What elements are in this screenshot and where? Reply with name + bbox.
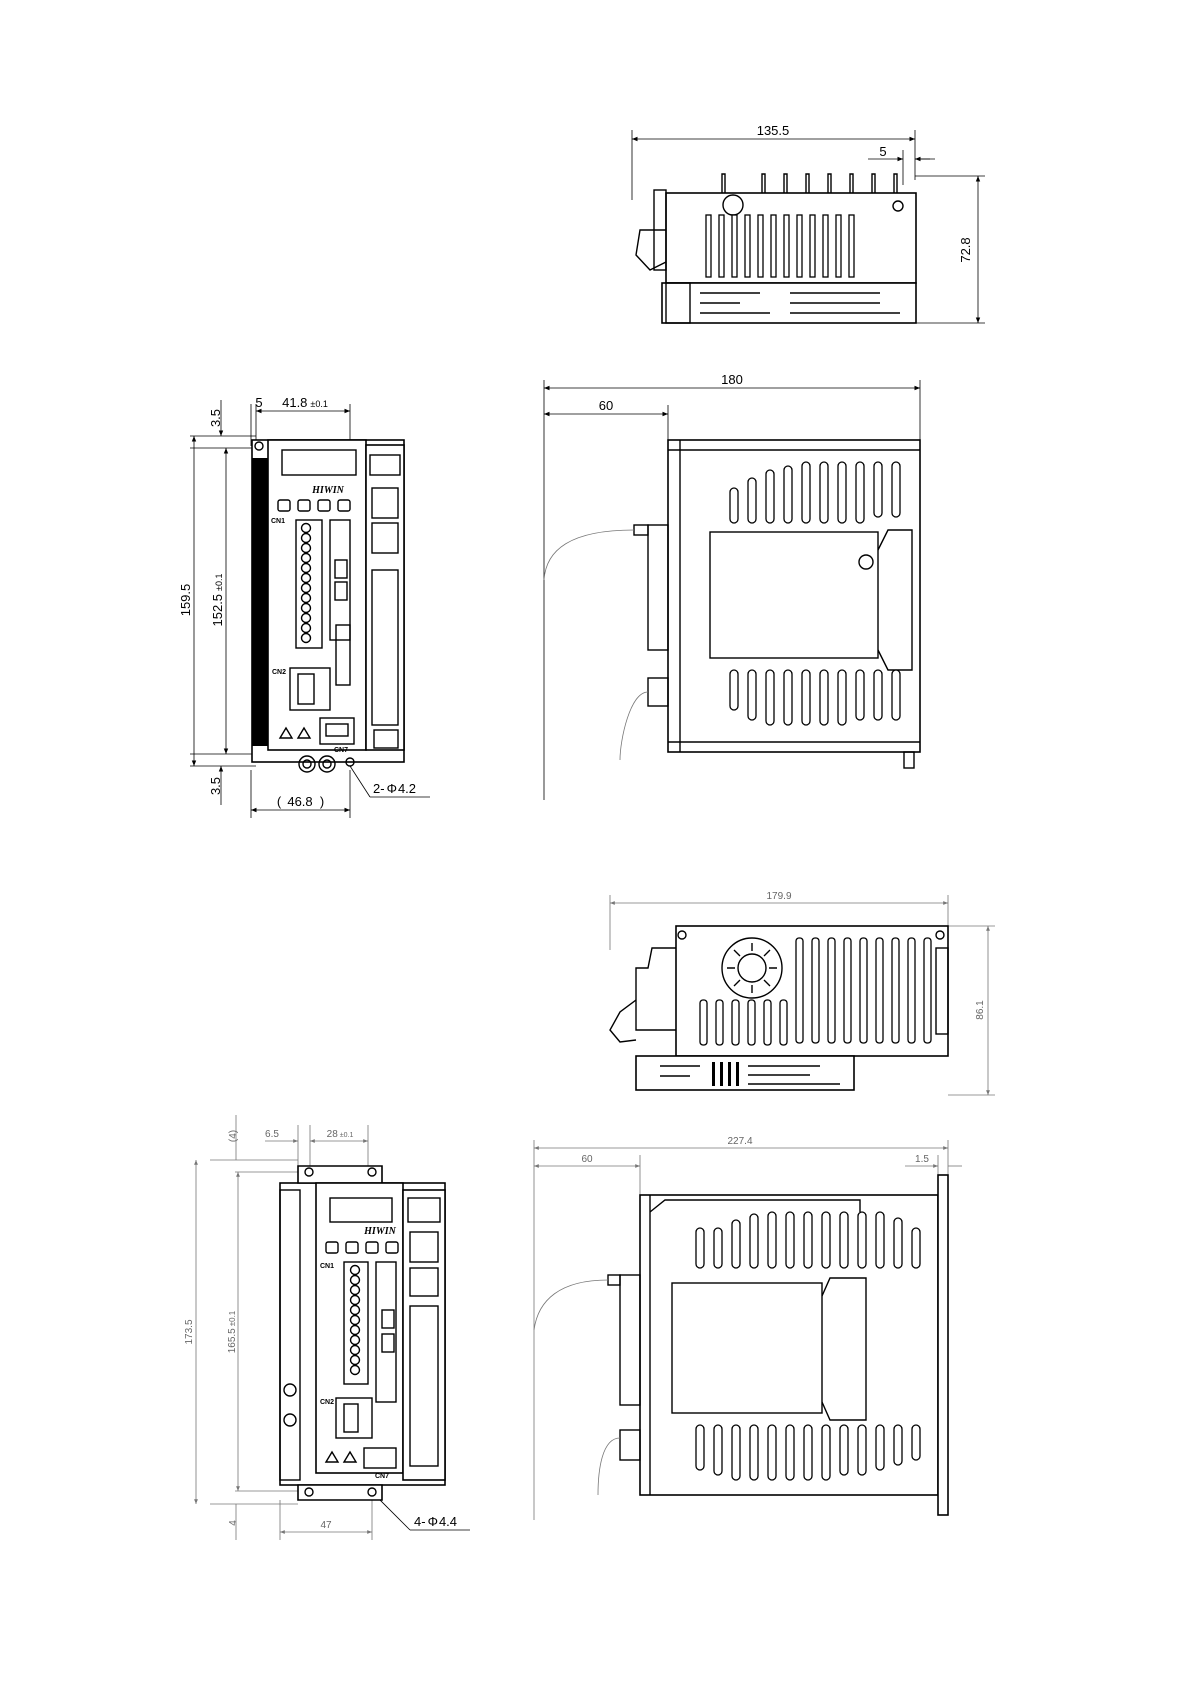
dim-large-front-bottom-gap: 4	[228, 1520, 239, 1526]
small-driver-top-view: 135.5 5 72.8	[632, 123, 985, 323]
hole-callout-small: 2-Φ4.2	[373, 781, 416, 796]
cn2-label-large: CN2	[320, 1399, 334, 1406]
dim-front-left-margin: 5	[255, 395, 262, 410]
cn1-label: CN1	[271, 518, 285, 525]
dim-large-front-top-gap: (4)	[228, 1130, 239, 1142]
dim-side-depth: 180	[721, 372, 743, 387]
cn2-label: CN2	[272, 669, 286, 676]
dim-large-top-width: 179.9	[766, 891, 791, 902]
dim-top-width: 135.5	[757, 123, 790, 138]
dim-large-front-hole-pitch: 28±0.1	[327, 1129, 354, 1140]
brand-logo-small: HIWIN	[311, 485, 344, 496]
large-driver-side-view: 227.4 60 1.5	[534, 1136, 962, 1520]
width-paren-left: (	[277, 794, 282, 809]
dim-top-height: 72.8	[958, 237, 973, 262]
dim-large-front-left-margin: 6.5	[265, 1129, 279, 1140]
small-driver-side-view: 180 60	[544, 372, 920, 800]
width-paren-right: )	[320, 794, 324, 809]
dim-top-offset: 5	[879, 144, 886, 159]
dim-large-front-width: 47	[320, 1520, 332, 1531]
dim-large-front-total-height: 173.5	[184, 1319, 195, 1344]
cn7-label-large: CN7	[375, 1473, 389, 1480]
dim-large-side-depth: 227.4	[727, 1136, 752, 1147]
small-driver-front-view: 3.5 159.5 152.5±0.1 3.5 5 41.8±0.1 46.8 …	[178, 395, 430, 818]
dim-front-hole-height: 152.5±0.1	[210, 574, 225, 627]
dim-front-top-gap: 3.5	[208, 409, 223, 427]
brand-logo-large: HIWIN	[363, 1226, 396, 1237]
dim-front-total-height: 159.5	[178, 584, 193, 617]
dim-large-top-height: 86.1	[975, 1000, 986, 1020]
cn1-label-large: CN1	[320, 1263, 334, 1270]
large-driver-front-view: (4) 173.5 165.5±0.1 4 6.5 28±0.1 47 4-Φ4…	[184, 1115, 470, 1540]
dim-front-bottom-gap: 3.5	[208, 777, 223, 795]
cn7-label-small: CN7	[334, 747, 348, 754]
hole-callout-large: 4-Φ4.4	[414, 1514, 457, 1529]
dim-side-connector-offset: 60	[599, 398, 613, 413]
dim-front-hole-pitch: 41.8±0.1	[282, 395, 328, 410]
dim-front-width: 46.8	[287, 794, 312, 809]
dim-large-front-hole-height: 165.5±0.1	[227, 1310, 238, 1353]
large-driver-top-view: 179.9 86.1	[610, 891, 995, 1095]
dim-large-side-flange: 1.5	[915, 1154, 929, 1165]
dim-large-side-connector-offset: 60	[581, 1154, 593, 1165]
